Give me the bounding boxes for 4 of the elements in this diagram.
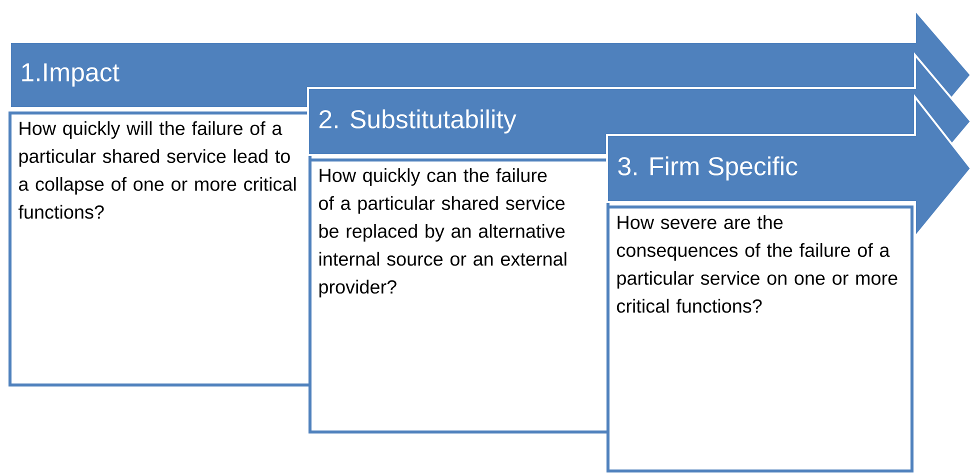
text-box: How quickly can the failure of a particular shared service be replaced by an alternative internal source or an external provider? [308, 158, 610, 434]
text-box: How quickly will the failure of a particular shared service lead to a collapse of one or more critical functions? [8, 111, 312, 386]
band-title: 1.Impact [22, 63, 120, 87]
text-box: How severe are the consequences of the failure of a particular service on one or more critical functions? [606, 205, 914, 472]
